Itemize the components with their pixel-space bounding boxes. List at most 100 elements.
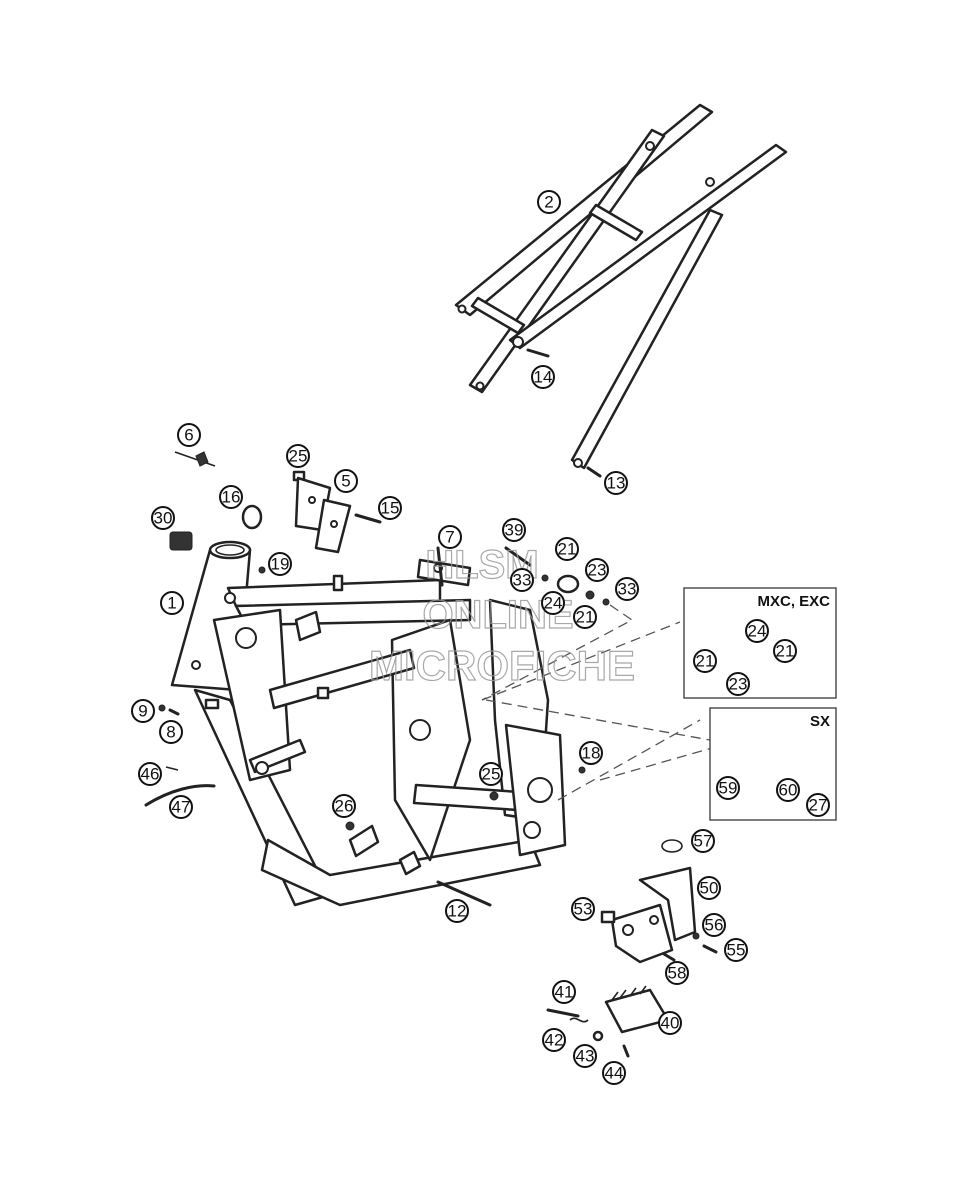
callout-19[interactable]: 19 [268,552,292,576]
callout-39[interactable]: 39 [502,518,526,542]
callout-9[interactable]: 9 [131,699,155,723]
callout-25-a[interactable]: 25 [286,444,310,468]
callout-7[interactable]: 7 [438,525,462,549]
svg-text:18: 18 [582,744,601,763]
svg-text:44: 44 [605,1064,624,1083]
callout-26[interactable]: 26 [332,794,356,818]
svg-text:41: 41 [555,983,574,1002]
callout-56[interactable]: 56 [702,913,726,937]
part-callouts: 1 2 5 6 7 8 9 12 13 14 15 16 18 19 21 21… [131,190,830,1085]
callout-44[interactable]: 44 [602,1061,626,1085]
watermark-line-3: MICROFICHE [369,642,635,689]
svg-text:21: 21 [696,652,715,671]
svg-text:50: 50 [700,879,719,898]
callout-15[interactable]: 15 [378,496,402,520]
svg-text:24: 24 [544,594,563,613]
svg-text:25: 25 [482,765,501,784]
svg-text:15: 15 [381,499,400,518]
svg-text:9: 9 [138,702,147,721]
callout-46[interactable]: 46 [138,762,162,786]
svg-text:43: 43 [576,1047,595,1066]
callout-33-b[interactable]: 33 [615,577,639,601]
callout-24-a[interactable]: 24 [541,591,565,615]
callout-43[interactable]: 43 [573,1044,597,1068]
svg-text:23: 23 [588,561,607,580]
svg-text:39: 39 [505,521,524,540]
svg-text:1: 1 [167,594,176,613]
callout-21-d[interactable]: 21 [773,639,797,663]
svg-text:21: 21 [776,642,795,661]
callout-58[interactable]: 58 [665,961,689,985]
svg-text:40: 40 [661,1014,680,1033]
callout-23-b[interactable]: 23 [726,672,750,696]
svg-text:27: 27 [809,796,828,815]
callout-27[interactable]: 27 [806,793,830,817]
callout-30[interactable]: 30 [151,506,175,530]
svg-text:14: 14 [534,368,553,387]
option-box-mxc-exc: MXC, EXC [683,587,837,699]
svg-text:30: 30 [154,509,173,528]
callout-42[interactable]: 42 [542,1028,566,1052]
svg-text:12: 12 [448,902,467,921]
callout-24-b[interactable]: 24 [745,619,769,643]
callout-21-a[interactable]: 21 [555,537,579,561]
callout-57[interactable]: 57 [691,829,715,853]
callout-47[interactable]: 47 [169,795,193,819]
svg-text:19: 19 [271,555,290,574]
svg-text:21: 21 [576,608,595,627]
svg-text:25: 25 [289,447,308,466]
callout-12[interactable]: 12 [445,899,469,923]
callout-33-a[interactable]: 33 [510,568,534,592]
callout-40[interactable]: 40 [658,1011,682,1035]
svg-text:6: 6 [184,426,193,445]
svg-text:53: 53 [574,900,593,919]
callout-50[interactable]: 50 [697,876,721,900]
callout-59[interactable]: 59 [716,776,740,800]
svg-text:57: 57 [694,832,713,851]
callout-23-a[interactable]: 23 [585,558,609,582]
svg-text:46: 46 [141,765,160,784]
svg-text:16: 16 [222,488,241,507]
dashed-leaders [481,604,713,801]
callout-6[interactable]: 6 [177,423,201,447]
svg-text:42: 42 [545,1031,564,1050]
svg-text:59: 59 [719,779,738,798]
callout-2[interactable]: 2 [537,190,561,214]
callout-55[interactable]: 55 [724,938,748,962]
callout-14[interactable]: 14 [531,365,555,389]
main-frame-drawing [170,540,567,907]
callout-8[interactable]: 8 [159,720,183,744]
svg-text:5: 5 [341,472,350,491]
svg-text:21: 21 [558,540,577,559]
subframe-drawing [454,103,788,470]
callout-5[interactable]: 5 [334,469,358,493]
svg-text:55: 55 [727,941,746,960]
svg-text:58: 58 [668,964,687,983]
svg-text:24: 24 [748,622,767,641]
callout-16[interactable]: 16 [219,485,243,509]
callout-1[interactable]: 1 [160,591,184,615]
callout-53[interactable]: 53 [571,897,595,921]
svg-text:26: 26 [335,797,354,816]
svg-text:56: 56 [705,916,724,935]
callout-21-c[interactable]: 21 [693,649,717,673]
svg-text:47: 47 [172,798,191,817]
box-sx-title: SX [810,713,830,730]
callout-13[interactable]: 13 [604,471,628,495]
option-box-sx: SX [709,707,837,821]
svg-text:13: 13 [607,474,626,493]
svg-text:33: 33 [513,571,532,590]
box-mxc-exc-title: MXC, EXC [757,593,830,610]
svg-text:2: 2 [544,193,553,212]
svg-text:7: 7 [445,528,454,547]
callout-18[interactable]: 18 [579,741,603,765]
svg-text:23: 23 [729,675,748,694]
svg-text:33: 33 [618,580,637,599]
callout-25-b[interactable]: 25 [479,762,503,786]
callout-60[interactable]: 60 [776,778,800,802]
callout-41[interactable]: 41 [552,980,576,1004]
svg-text:8: 8 [166,723,175,742]
callout-21-b[interactable]: 21 [573,605,597,629]
svg-text:60: 60 [779,781,798,800]
